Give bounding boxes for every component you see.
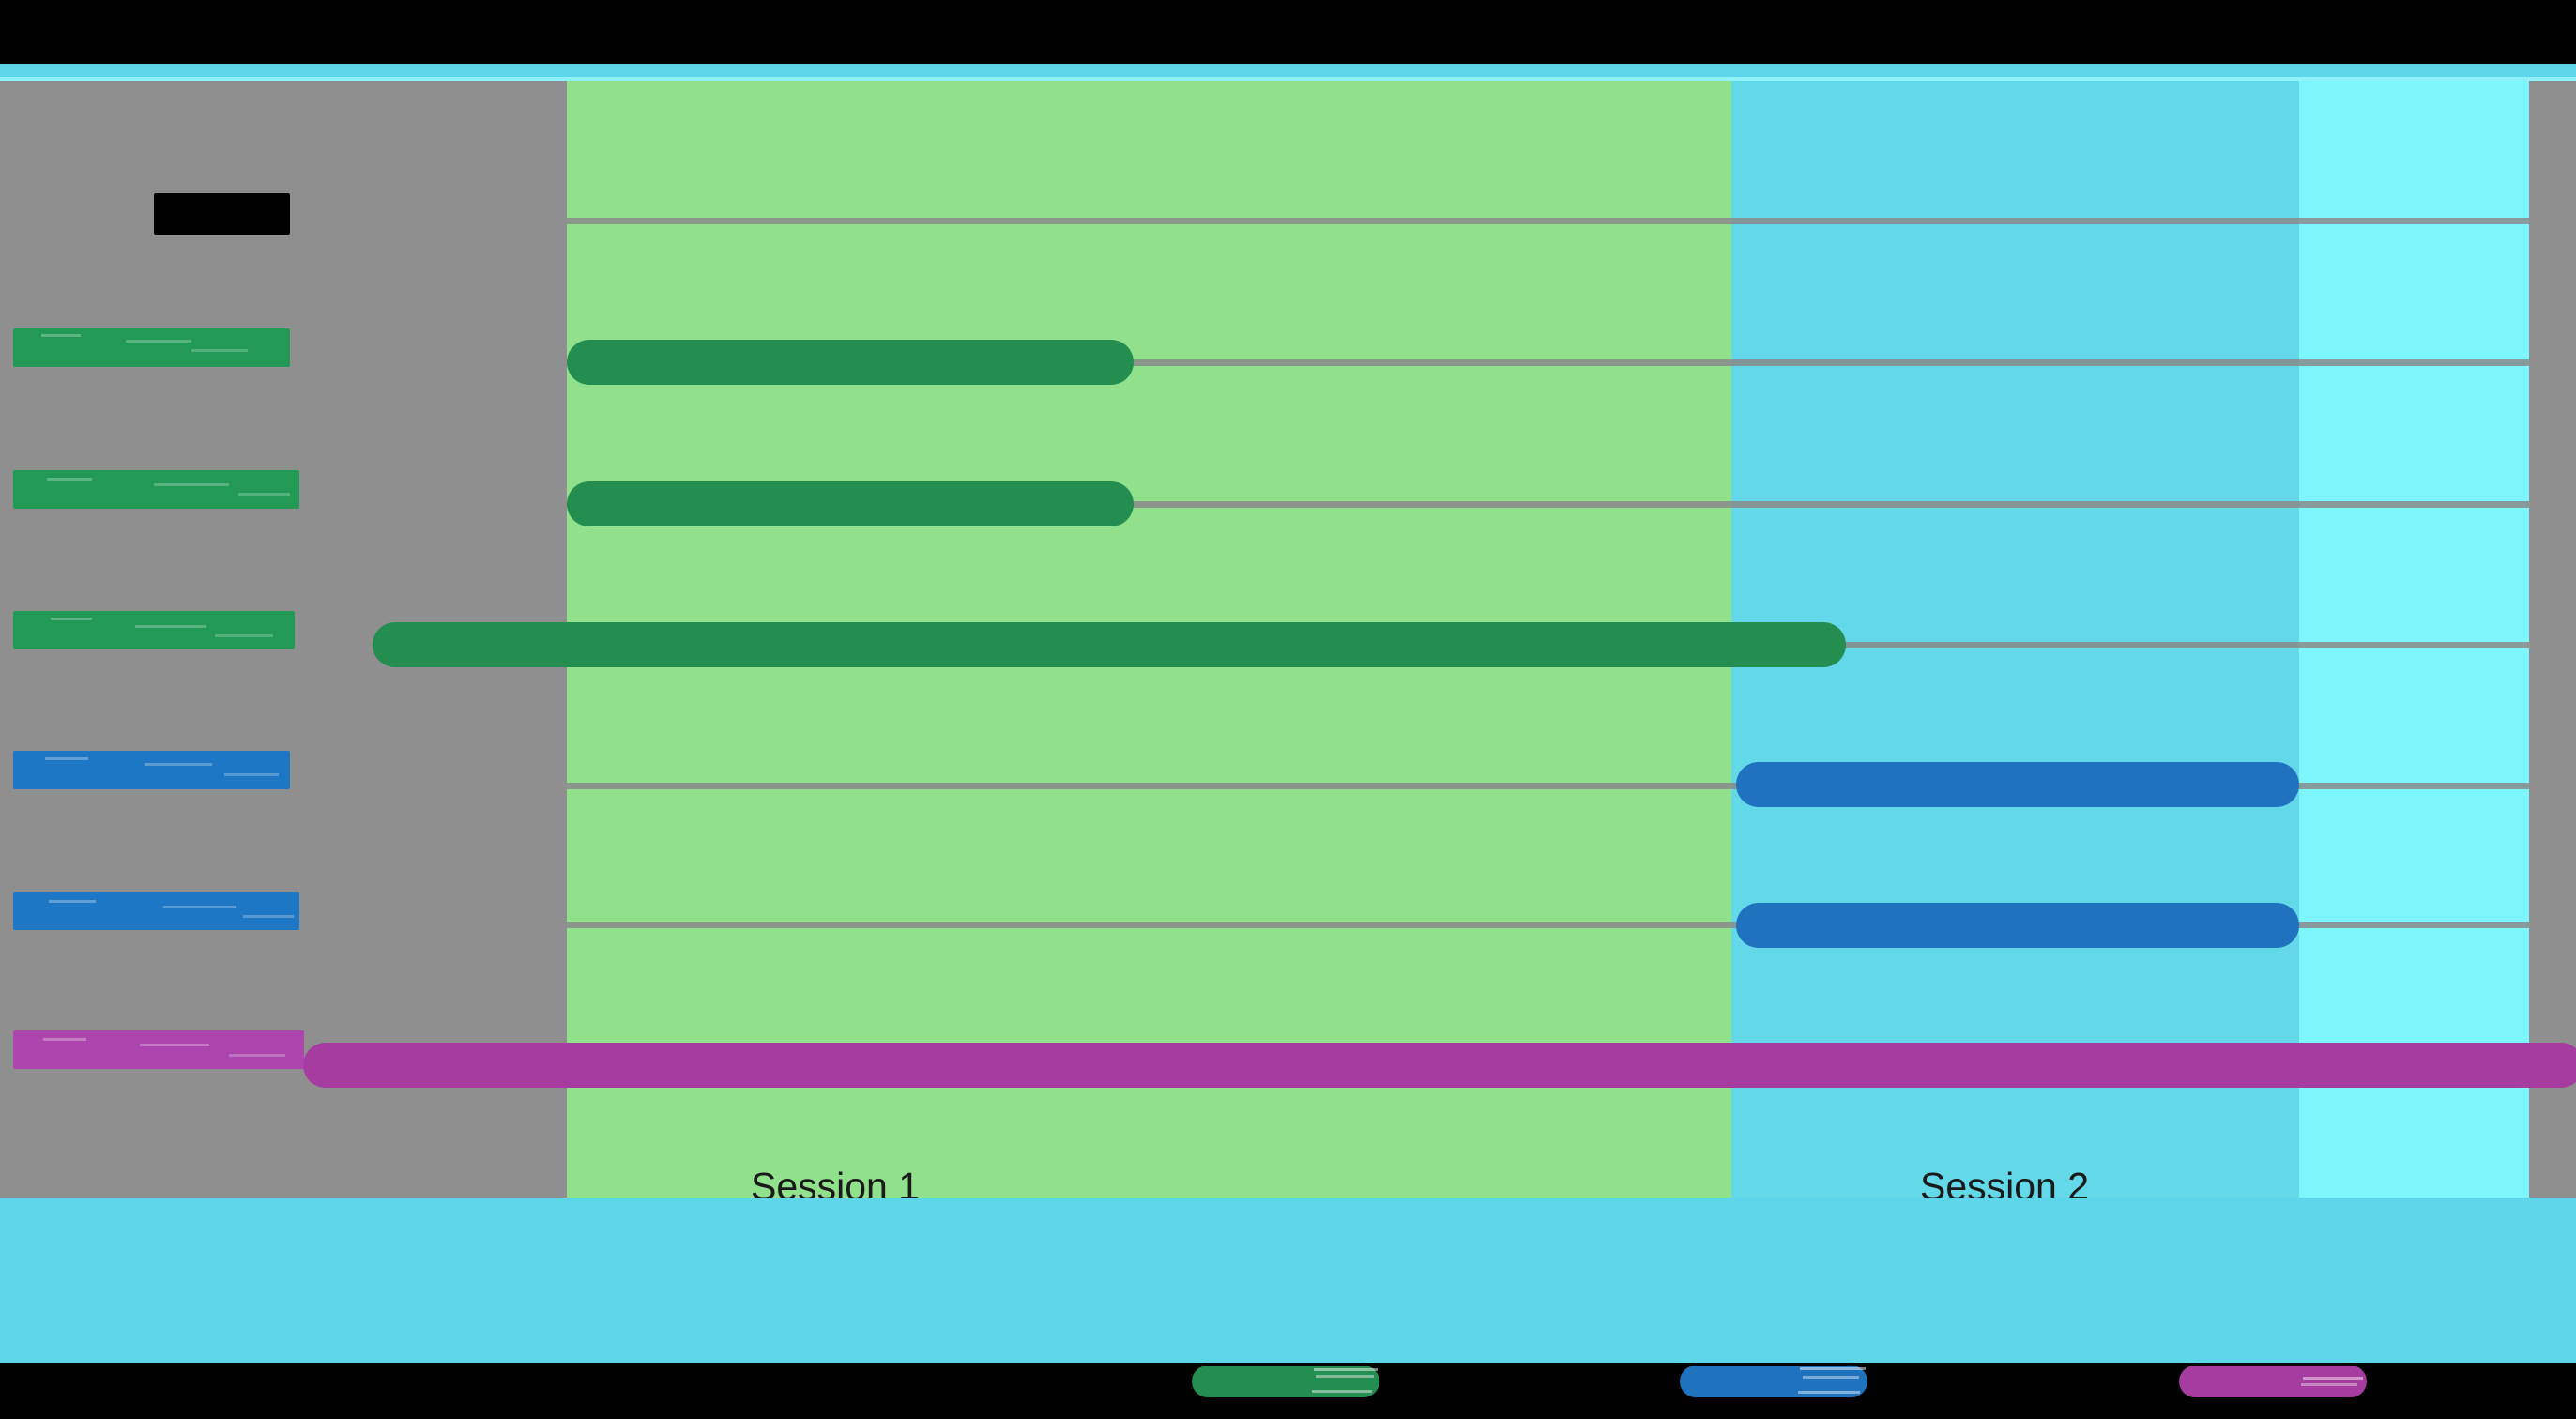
- row-label-gutter: [0, 81, 567, 1113]
- task-bar-green-3[interactable]: [373, 622, 1846, 667]
- gridline-1: [567, 359, 2529, 366]
- gridline-0: [567, 218, 2529, 224]
- gridline-2: [567, 501, 2529, 508]
- legend-blue[interactable]: [1680, 1366, 1867, 1399]
- bottom-axis-strip: [0, 1198, 2576, 1363]
- row-label-3: [13, 611, 295, 649]
- legend-magenta[interactable]: [2179, 1366, 2367, 1399]
- row-label-5: [13, 892, 299, 930]
- legend-green[interactable]: [1192, 1366, 1379, 1399]
- session-band-3: [2299, 81, 2529, 1198]
- row-label-2: [13, 470, 299, 509]
- top-letterbox: [0, 0, 2576, 64]
- gantt-chart: Session 1 Session 2: [0, 81, 2576, 1208]
- gridline-5: [567, 922, 2529, 928]
- legend-swatch-blue-icon: [1680, 1366, 1867, 1397]
- task-bar-green-2[interactable]: [567, 481, 1134, 526]
- row-label-1: [13, 328, 290, 367]
- legend-swatch-green-icon: [1192, 1366, 1379, 1397]
- row-label-6: [13, 1030, 304, 1069]
- right-margin: [2529, 81, 2576, 1113]
- top-cyan-strip-highlight: [0, 77, 2576, 81]
- legend-swatch-magenta-icon: [2179, 1366, 2367, 1397]
- chart-title-redacted: [154, 193, 290, 235]
- task-bar-blue-1[interactable]: [1736, 762, 2299, 807]
- top-cyan-strip: [0, 64, 2576, 77]
- task-bar-magenta-1[interactable]: [303, 1043, 2576, 1088]
- task-bar-green-1[interactable]: [567, 340, 1134, 385]
- task-bar-blue-2[interactable]: [1736, 903, 2299, 948]
- gridline-4: [567, 783, 2529, 789]
- row-label-4: [13, 751, 290, 789]
